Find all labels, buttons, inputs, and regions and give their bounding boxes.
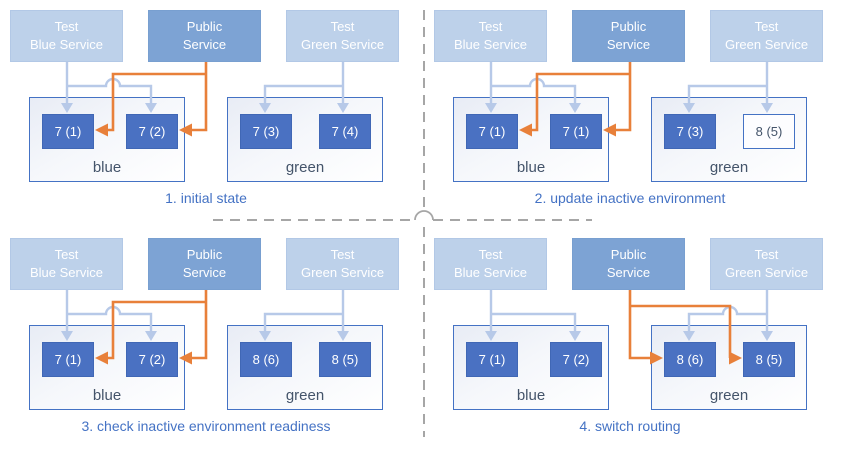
step-caption: 1. initial state <box>165 190 247 206</box>
instance-box: 7 (3) <box>240 114 292 149</box>
environment-label: green <box>709 159 749 176</box>
test-green-service-box: Test Green Service <box>710 238 823 290</box>
green-environment-box: 7 (3) 7 (4) green <box>227 97 383 182</box>
instance-box: 7 (1) <box>466 342 518 377</box>
instance-box: 7 (2) <box>126 114 178 149</box>
instance-box: 7 (4) <box>319 114 371 149</box>
service-label-line: Blue Service <box>30 37 103 52</box>
instance-box: 8 (6) <box>240 342 292 377</box>
step-4-panel: Test Blue Service Public Service Test Gr… <box>424 228 848 456</box>
environment-label: green <box>285 159 325 176</box>
service-label-line: Blue Service <box>454 265 527 280</box>
green-environment-box: 7 (3) 8 (5) green <box>651 97 807 182</box>
blue-environment-box: 7 (1) 7 (2) blue <box>29 325 185 410</box>
service-label-line: Test <box>330 19 355 34</box>
service-label-line: Service <box>606 37 651 52</box>
service-label-line: Public <box>186 19 223 34</box>
service-label-line: Blue Service <box>454 37 527 52</box>
service-label-line: Test <box>54 247 79 262</box>
instance-box: 7 (2) <box>126 342 178 377</box>
environment-label: blue <box>516 387 546 404</box>
environment-label: blue <box>92 387 122 404</box>
service-label-line: Test <box>54 19 79 34</box>
service-label-line: Test <box>478 247 503 262</box>
service-label-line: Service <box>182 37 227 52</box>
test-blue-service-box: Test Blue Service <box>10 10 123 62</box>
service-label-line: Service <box>606 265 651 280</box>
step-2-panel: Test Blue Service Public Service Test Gr… <box>424 0 848 228</box>
environment-label: blue <box>92 159 122 176</box>
instance-box: 7 (1) <box>466 114 518 149</box>
step-1-panel: Test Blue Service Public Service Test Gr… <box>0 0 424 228</box>
blue-environment-box: 7 (1) 7 (2) blue <box>453 325 609 410</box>
public-service-box: Public Service <box>572 10 685 62</box>
public-service-box: Public Service <box>148 238 261 290</box>
public-service-box: Public Service <box>572 238 685 290</box>
service-label-line: Green Service <box>300 265 385 280</box>
test-blue-service-box: Test Blue Service <box>434 10 547 62</box>
blue-environment-box: 7 (1) 7 (2) blue <box>29 97 185 182</box>
environment-label: green <box>709 387 749 404</box>
test-green-service-box: Test Green Service <box>286 238 399 290</box>
service-label-line: Public <box>186 247 223 262</box>
service-label-line: Test <box>754 19 779 34</box>
test-green-service-box: Test Green Service <box>710 10 823 62</box>
service-label-line: Test <box>478 19 503 34</box>
service-label-line: Green Service <box>724 265 809 280</box>
service-label-line: Green Service <box>300 37 385 52</box>
instance-box: 7 (1) <box>42 342 94 377</box>
public-service-box: Public Service <box>148 10 261 62</box>
instance-box: 7 (1) <box>42 114 94 149</box>
service-label-line: Test <box>330 247 355 262</box>
instance-box: 7 (3) <box>664 114 716 149</box>
test-blue-service-box: Test Blue Service <box>10 238 123 290</box>
service-label-line: Public <box>610 247 647 262</box>
test-blue-service-box: Test Blue Service <box>434 238 547 290</box>
step-caption: 2. update inactive environment <box>534 190 726 206</box>
test-green-service-box: Test Green Service <box>286 10 399 62</box>
instance-box: 8 (6) <box>664 342 716 377</box>
service-label-line: Test <box>754 247 779 262</box>
instance-box: 8 (5) <box>319 342 371 377</box>
instance-box: 7 (1) <box>550 114 602 149</box>
service-label-line: Public <box>610 19 647 34</box>
step-caption: 3. check inactive environment readiness <box>81 418 331 434</box>
instance-box: 8 (5) <box>743 114 795 149</box>
service-label-line: Service <box>182 265 227 280</box>
step-3-panel: Test Blue Service Public Service Test Gr… <box>0 228 424 456</box>
environment-label: blue <box>516 159 546 176</box>
blue-environment-box: 7 (1) 7 (1) blue <box>453 97 609 182</box>
green-environment-box: 8 (6) 8 (5) green <box>651 325 807 410</box>
environment-label: green <box>285 387 325 404</box>
instance-box: 7 (2) <box>550 342 602 377</box>
instance-box: 8 (5) <box>743 342 795 377</box>
service-label-line: Blue Service <box>30 265 103 280</box>
green-environment-box: 8 (6) 8 (5) green <box>227 325 383 410</box>
service-label-line: Green Service <box>724 37 809 52</box>
step-caption: 4. switch routing <box>579 418 681 434</box>
